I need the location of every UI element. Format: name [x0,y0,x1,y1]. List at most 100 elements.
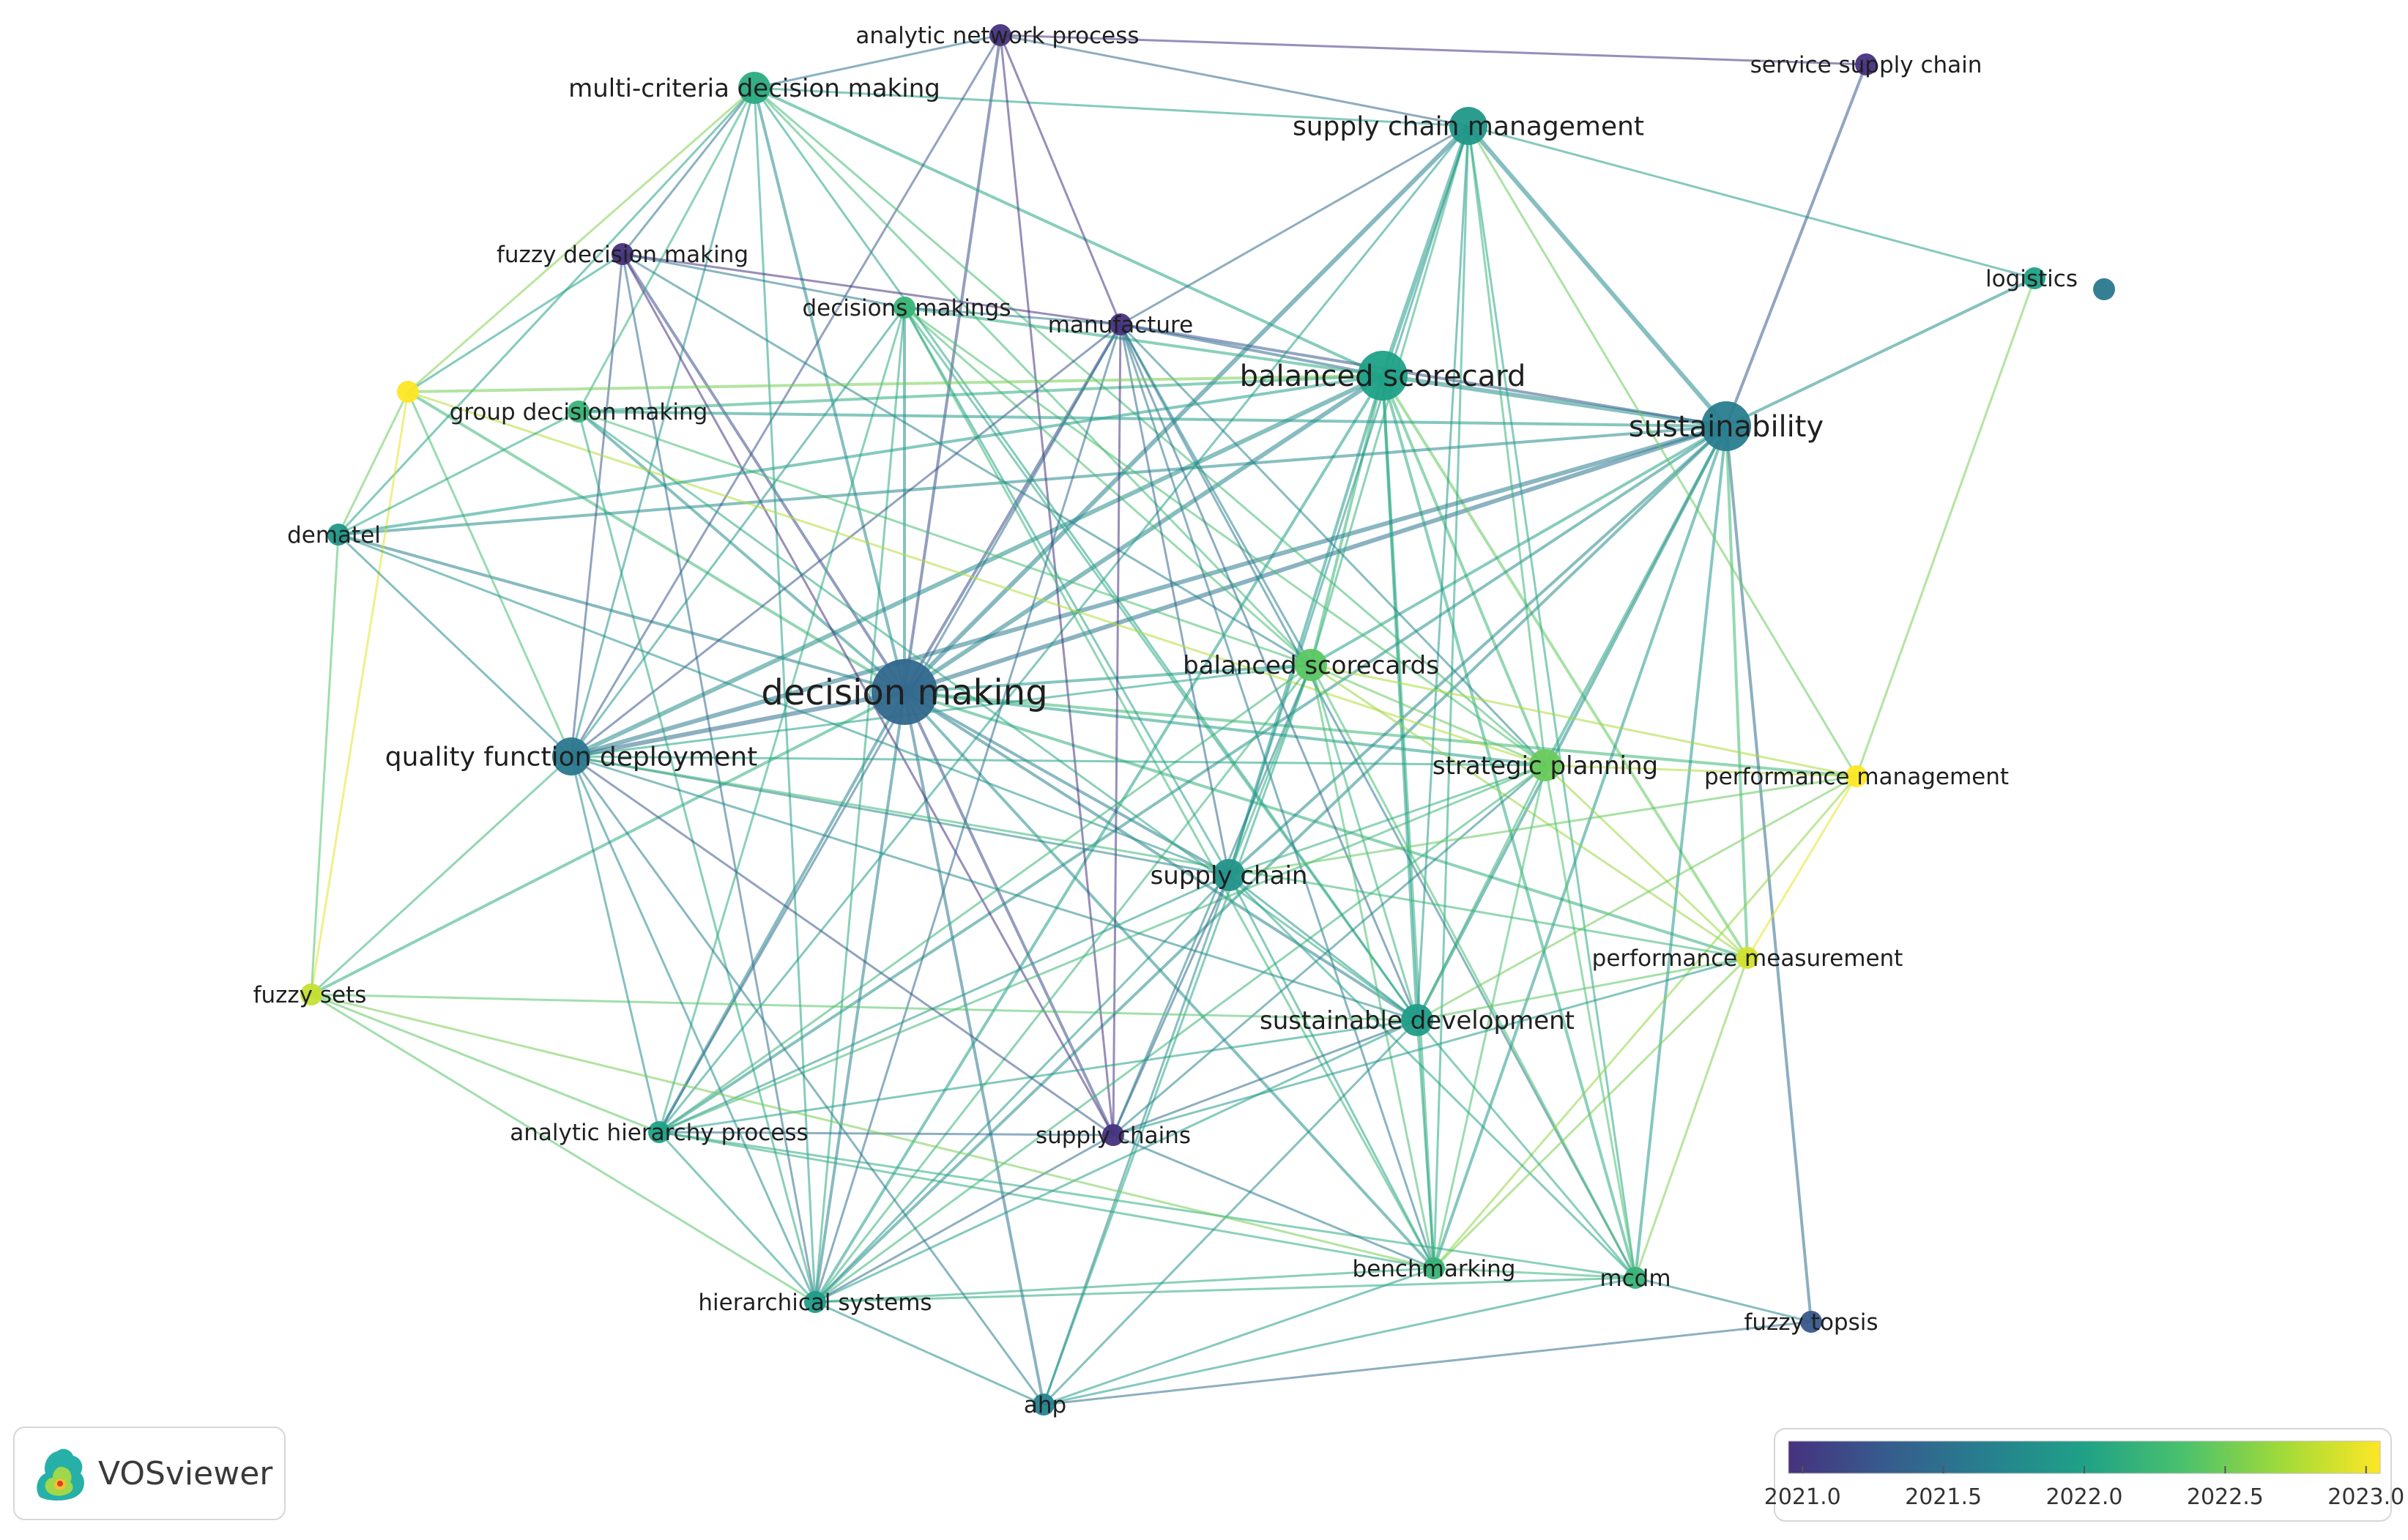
node-benchmarking[interactable] [1423,1257,1445,1279]
edge-manufacture-strategic_planning [1119,323,1547,767]
label-analytic-hierarchy-process: analytic hierarchy process [510,1120,808,1146]
label-dematel: dematel [287,522,381,548]
node-performance-measurement[interactable] [1736,947,1758,969]
edge-manufacture-quality_function_deployment [571,323,1121,758]
node-unlabeled-blue[interactable] [2093,278,2115,300]
edge-quality_function_deployment-fuzzy_sets [310,755,573,996]
node-sustainability[interactable] [1701,401,1751,451]
edge-decision_making-fuzzy_decision_making [621,253,906,693]
edge-manufacture-hierarchical_systems [814,324,1122,1303]
edge-mcdm-fuzzy_topsis [1635,1276,1812,1323]
node-balanced-scorecard[interactable] [1358,351,1408,401]
edge-manufacture-analytic_hierarchy_process [658,324,1122,1133]
edge-decision_making-supply_chains [903,691,1115,1136]
edge-balanced_scorecard-performance_measurement [1381,374,1749,959]
edge-unlabeled_yellow-strategic_planning [407,390,1546,767]
edge-performance_measurement-supply_chains [1112,956,1748,1137]
edge-dematel-quality_function_deployment [337,533,573,758]
app-name-label: VOSviewer [98,1454,273,1492]
edge-balanced_scorecards-quality_function_deployment [571,663,1312,758]
node-fuzzy-decision-making[interactable] [612,243,633,265]
legend-tick-label: 2021.0 [1764,1484,1841,1510]
edge-fuzzy_decision_making-decisions_makings [622,253,905,309]
edge-fuzzy_topsis-ahp [1043,1320,1812,1406]
node-balanced-scorecards[interactable] [1295,649,1327,681]
edge-sustainability-mcdm [1634,425,1728,1279]
label-benchmarking: benchmarking [1353,1256,1516,1282]
node-hierarchical-systems[interactable] [804,1291,826,1313]
edge-balanced_scorecards-hierarchical_systems [814,664,1312,1303]
edge-benchmarking-mcdm [1433,1267,1636,1279]
edge-unlabeled_yellow-fuzzy_sets [310,391,409,995]
edge-strategic_planning-sustainable_development [1416,765,1547,1021]
label-fuzzy-decision-making: fuzzy decision making [497,242,748,268]
vosviewer-logo-icon [37,1448,84,1501]
edge-decision_making-strategic_planning [904,691,1546,767]
node-fuzzy-sets[interactable] [300,983,322,1005]
node-performance-management[interactable] [1846,765,1868,787]
node-quality-function-deployment[interactable] [552,737,590,775]
label-fuzzy-topsis: fuzzy topsis [1744,1309,1878,1336]
node-supply-chains[interactable] [1102,1124,1124,1146]
node-decisions-makings[interactable] [893,297,915,319]
edge-performance_management-benchmarking [1432,775,1858,1269]
node-group-decision-making[interactable] [568,401,590,423]
edge-analytic_hierarchy_process-mcdm [658,1131,1636,1279]
edge-strategic_planning-mcdm [1544,765,1637,1279]
node-ahp[interactable] [1033,1394,1055,1416]
edge-balanced_scorecards-strategic_planning [1310,663,1546,767]
edge-unlabeled_yellow-dematel [337,391,409,535]
vosviewer-brand-panel: VOSviewer [13,1426,286,1520]
edge-multi_criteria_decision_making-strategic_planning [754,86,1546,767]
node-mcdm[interactable] [1624,1267,1646,1289]
label-logistics: logistics [1985,266,2078,292]
node-dematel[interactable] [327,524,349,546]
node-sustainable-development[interactable] [1401,1004,1433,1036]
node-analytic-hierarchy-process[interactable] [648,1121,670,1143]
node-supply-chain[interactable] [1213,859,1245,891]
edge-supply_chains-hierarchical_systems [814,1134,1114,1303]
edge-decisions_makings-balanced_scorecards [904,306,1312,666]
edge-balanced_scorecards-sustainable_development [1309,664,1419,1021]
edge-supply_chain_management-analytic_network_process [1000,34,1469,127]
edge-sustainable_development-mcdm [1416,1019,1637,1279]
node-multi-criteria-decision-making[interactable] [738,72,770,104]
edge-sustainable_development-hierarchical_systems [814,1019,1418,1303]
node-logistics[interactable] [2024,267,2045,289]
edge-supply_chain-hierarchical_systems [814,874,1230,1303]
edge-strategic_planning-supply_chains [1112,764,1546,1137]
edge-sustainability-hierarchical_systems [814,425,1728,1303]
node-unlabeled-yellow[interactable] [397,381,419,403]
edge-sustainable_development-quality_function_deployment [571,755,1418,1022]
edge-balanced_scorecards-analytic_hierarchy_process [658,663,1312,1134]
node-manufacture[interactable] [1110,313,1131,335]
node-strategic-planning[interactable] [1529,749,1561,781]
edge-fuzzy_decision_making-hierarchical_systems [621,253,817,1303]
label-analytic-network-process: analytic network process [855,23,1139,49]
edge-decision_making-benchmarking [903,691,1435,1270]
edge-hierarchical_systems-fuzzy_sets [311,993,816,1303]
edge-balanced_scorecard-multi_criteria_decision_making [754,86,1383,377]
label-group-decision-making: group decision making [450,399,708,425]
edge-fuzzy_decision_making-balanced_scorecards [622,253,1312,666]
edge-strategic_planning-benchmarking [1432,765,1547,1269]
edge-decision_making-balanced_scorecard [903,373,1384,694]
node-service-supply-chain[interactable] [1855,53,1877,75]
edge-balanced_scorecard-mcdm [1381,375,1637,1279]
edge-group_decision_making-balanced_scorecards [578,410,1312,666]
node-supply-chain-management[interactable] [1449,107,1487,145]
edge-supply_chain-supply_chains [1112,874,1230,1136]
label-mcdm: mcdm [1599,1265,1671,1292]
edge-manufacture-sustainable_development [1119,324,1419,1021]
edge-balanced_scorecard-strategic_planning [1381,375,1547,766]
node-decision-making[interactable] [872,659,937,725]
edge-supply_chain_management-logistics [1468,124,2035,280]
node-fuzzy-topsis[interactable] [1800,1311,1822,1333]
edge-decisions_makings-benchmarking [903,307,1435,1269]
edge-manufacture-benchmarking [1119,324,1435,1269]
node-analytic-network-process[interactable] [989,24,1011,46]
label-hierarchical-systems: hierarchical systems [698,1290,932,1316]
edge-supply_chain_management-manufacture [1120,124,1469,326]
